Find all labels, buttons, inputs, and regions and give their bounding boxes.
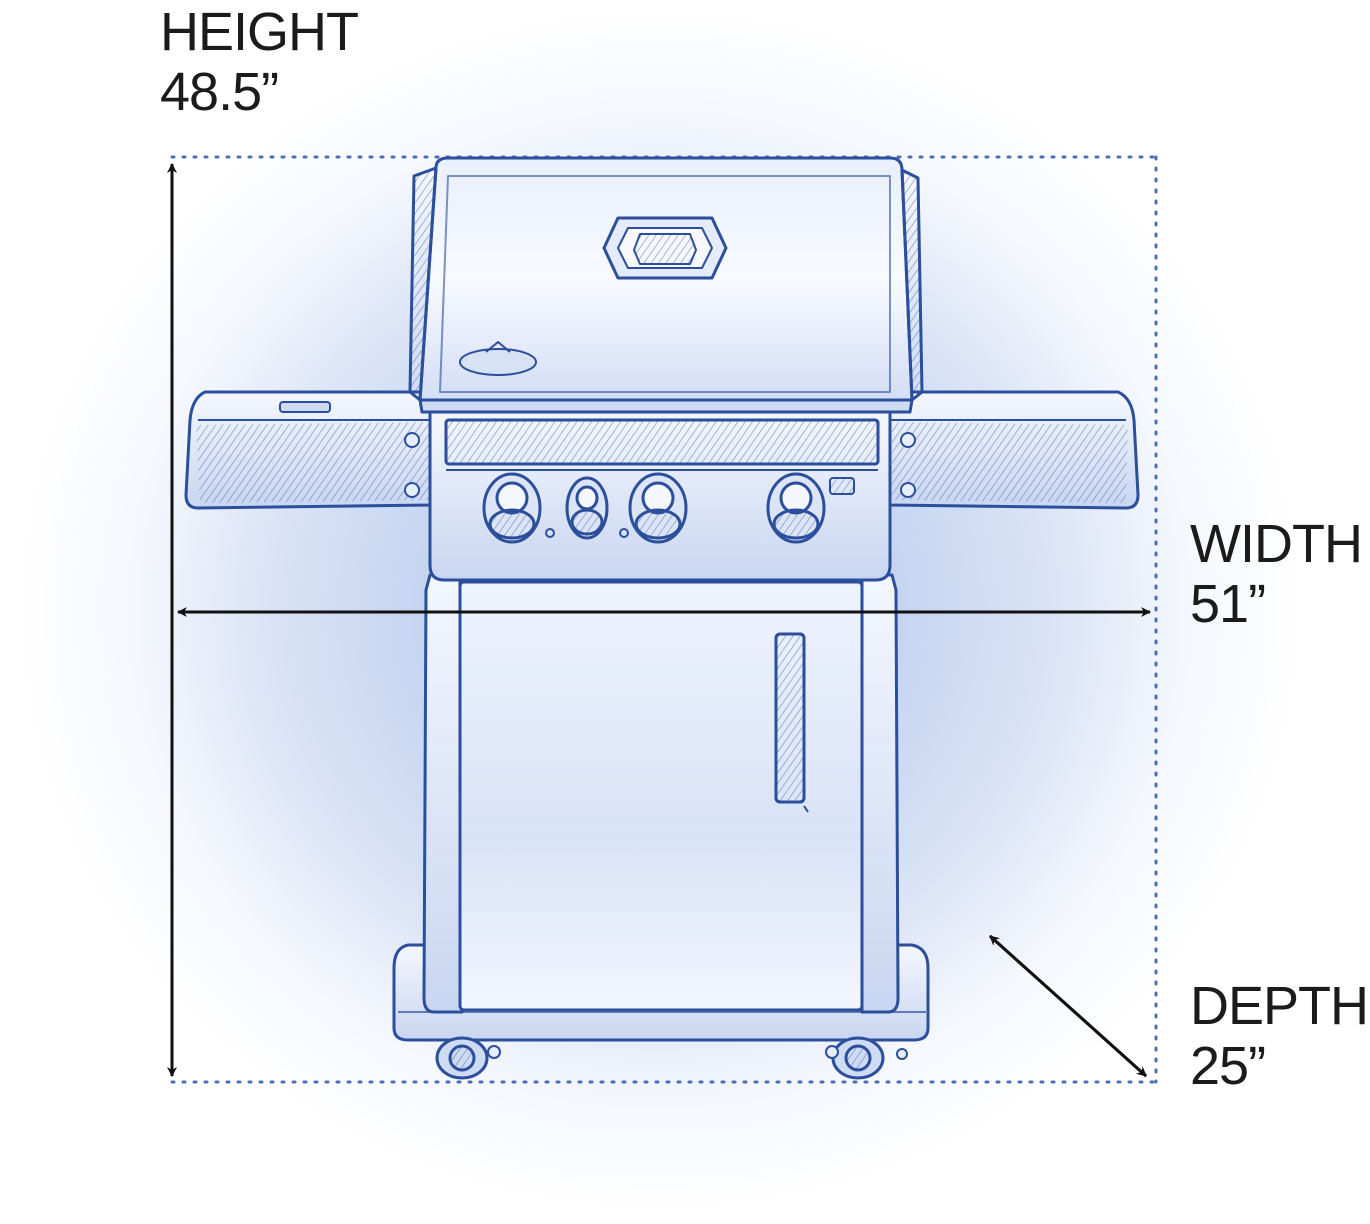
height-label-text: HEIGHT [160, 2, 359, 62]
logo-badge [459, 341, 537, 376]
lid-emblem [602, 216, 728, 280]
knob-3 [628, 472, 688, 544]
height-label: HEIGHT 48.5” [160, 2, 359, 122]
cart-frame-left [422, 573, 464, 1014]
knob-2 [565, 476, 609, 540]
caster-right [831, 1036, 885, 1080]
caster-left [435, 1036, 489, 1080]
cabinet-door [458, 580, 864, 1012]
grill-sketch [184, 156, 1140, 1080]
depth-arrow [988, 934, 1148, 1078]
depth-label-text: DEPTH [1190, 976, 1369, 1036]
height-value: 48.5” [160, 62, 279, 122]
depth-value: 25” [1190, 1036, 1266, 1096]
knob-4 [766, 472, 826, 544]
width-label-text: WIDTH [1190, 514, 1363, 574]
cart-frame-right [860, 573, 900, 1014]
dotted-bounding-box [170, 155, 1158, 1084]
width-label: WIDTH 51” [1190, 514, 1363, 634]
depth-label: DEPTH 25” [1190, 976, 1369, 1096]
width-value: 51” [1190, 574, 1266, 634]
knob-1 [482, 472, 542, 544]
door-handle [774, 632, 806, 804]
